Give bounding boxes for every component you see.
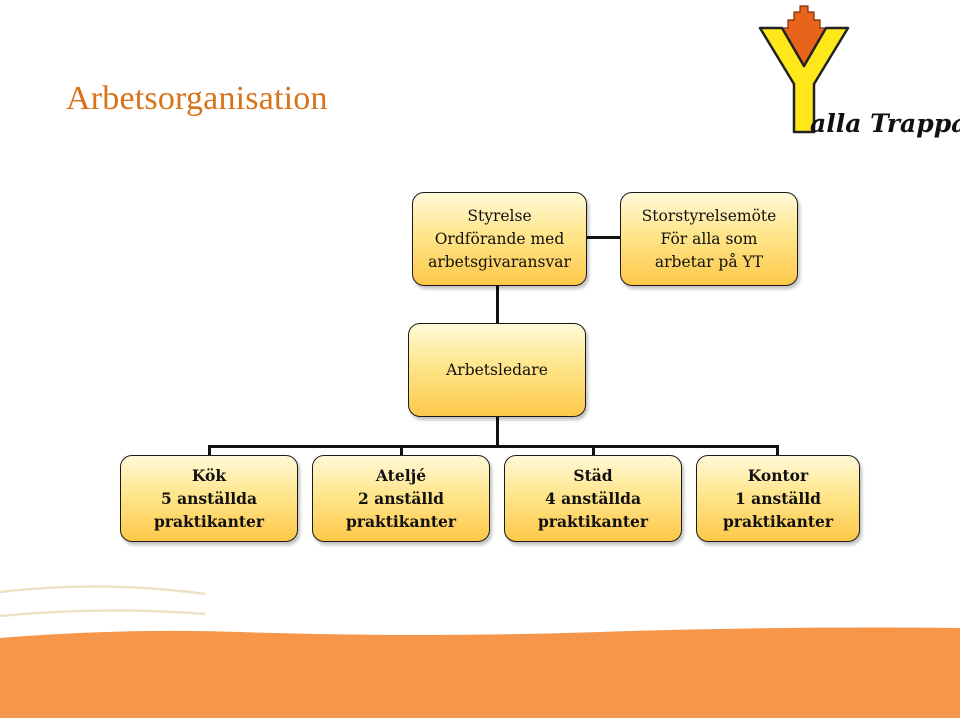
arbetsledare-box: Arbetsledare [408,323,586,417]
kontor-line-3: praktikanter [722,512,834,531]
stad-line-2: 4 anställda [544,489,642,508]
kok-line-3: praktikanter [153,512,265,531]
connector-kok [208,445,211,455]
yalla-trappan-logo: alla Trappan [758,5,960,138]
connector-arbetsledare-down [496,417,499,447]
storstyrelse-line-3: arbetar på YT [654,252,764,271]
connector-horizontal-bar [208,445,779,448]
kok-line-1: Kök [191,466,227,485]
kontor-box: Kontor 1 anställd praktikanter [696,455,860,542]
connector-atelje [400,445,403,455]
stad-box: Städ 4 anställda praktikanter [504,455,682,542]
styrelse-line-3: arbetsgivaransvar [428,252,571,271]
connector-styrelse-storstyrelse [586,236,622,239]
stad-line-3: praktikanter [537,512,649,531]
storstyrelse-line-1: Storstyrelsemöte [641,206,777,225]
styrelse-box: Styrelse Ordförande med arbetsgivaransva… [412,192,587,286]
arbetsledare-label: Arbetsledare [446,360,548,379]
storstyrelse-line-2: För alla som [660,229,758,248]
svg-text:alla Trappan: alla Trappan [810,109,960,138]
page-title: Arbetsorganisation [66,80,328,117]
styrelse-line-1: Styrelse [467,206,532,225]
stad-line-1: Städ [573,466,613,485]
atelje-box: Ateljé 2 anställd praktikanter [312,455,490,542]
kontor-line-1: Kontor [747,466,809,485]
atelje-line-3: praktikanter [345,512,457,531]
styrelse-line-2: Ordförande med [434,229,565,248]
atelje-line-1: Ateljé [375,466,427,485]
storstyrelse-box: Storstyrelsemöte För alla som arbetar på… [620,192,798,286]
connector-stad [592,445,595,455]
kok-line-2: 5 anställda [160,489,258,508]
atelje-line-2: 2 anställd [357,489,445,508]
connector-styrelse-arbetsledare [496,286,499,323]
connector-kontor [776,445,779,455]
footer-decoration [0,585,960,718]
kok-box: Kök 5 anställda praktikanter [120,455,298,542]
kontor-line-2: 1 anställd [734,489,822,508]
